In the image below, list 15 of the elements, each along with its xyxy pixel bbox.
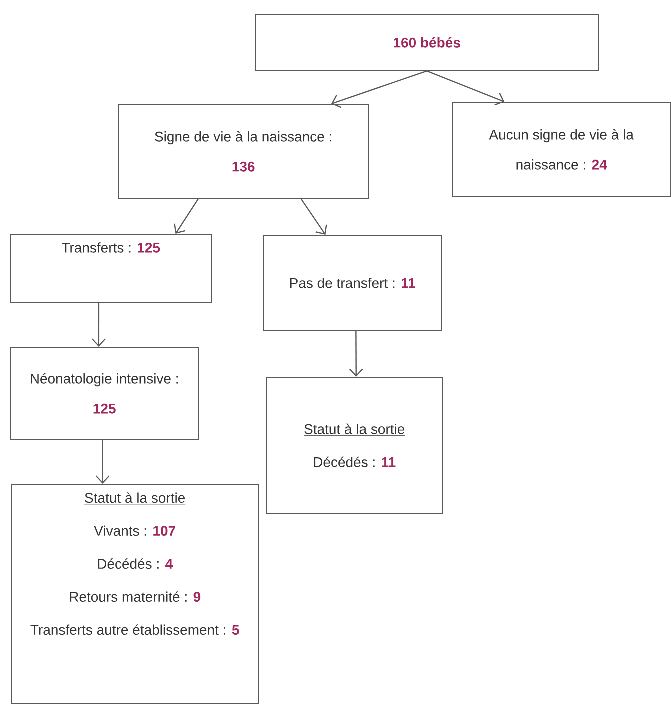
arrow bbox=[332, 70, 428, 108]
process-box: Pas de transfert : 11 bbox=[263, 235, 442, 332]
process-box: Transferts : 125 bbox=[10, 234, 212, 304]
process-box: Aucun signe de vie à la naissance : 24 bbox=[452, 102, 671, 198]
arrow bbox=[426, 70, 505, 106]
process-box: Néonatologie intensive : 125 bbox=[10, 347, 200, 440]
arrow bbox=[349, 331, 364, 377]
process-box: 160 bébés bbox=[255, 14, 600, 72]
arrow bbox=[174, 198, 199, 234]
arrow bbox=[300, 198, 328, 235]
arrow bbox=[92, 303, 106, 347]
arrow bbox=[96, 440, 110, 484]
process-box: Statut à la sortie Vivants : 107 Décédés : 4 Retours maternité : 9 Transferts autre établissement : 5 bbox=[11, 484, 260, 704]
process-box: Signe de vie à la naissance : 136 bbox=[118, 104, 370, 200]
process-box: Statut à la sortie Décédés : 11 bbox=[266, 377, 444, 514]
